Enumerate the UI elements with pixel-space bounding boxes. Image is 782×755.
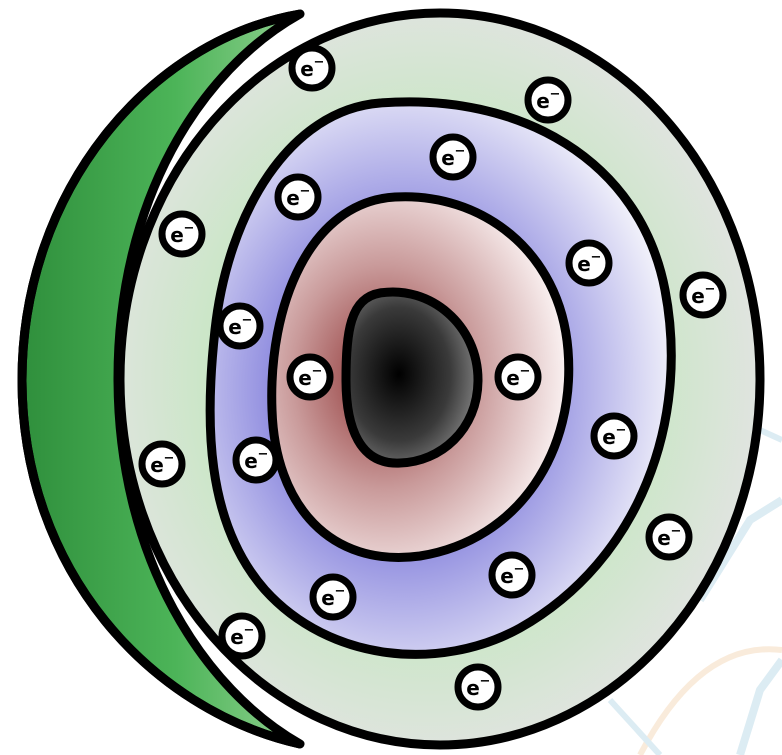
nucleus: [346, 292, 478, 463]
electron-charge: −: [455, 144, 466, 159]
electron-charge: −: [314, 55, 325, 70]
electron-charge: −: [480, 674, 491, 689]
electron-charge: −: [335, 584, 346, 599]
electron-symbol: e: [577, 252, 591, 276]
electron-symbol: e: [228, 315, 242, 339]
electron-symbol: e: [321, 586, 335, 610]
electron: e−: [313, 577, 353, 617]
electron-symbol: e: [657, 526, 671, 550]
electron-symbol: e: [286, 186, 300, 210]
electron-symbol: e: [150, 453, 164, 477]
electron: e−: [220, 306, 260, 346]
electron-symbol: e: [298, 366, 312, 390]
electron-charge: −: [616, 423, 627, 438]
electron: e−: [492, 555, 532, 595]
electron-charge: −: [300, 184, 311, 199]
electron: e−: [236, 440, 276, 480]
electron: e−: [528, 80, 568, 120]
electron-symbol: e: [244, 449, 258, 473]
electron: e−: [142, 444, 182, 484]
electron: e−: [162, 214, 202, 254]
electron-charge: −: [514, 562, 525, 577]
electron: e−: [433, 137, 473, 177]
electron-symbol: e: [466, 676, 480, 700]
electron-charge: −: [258, 447, 269, 462]
electron-symbol: e: [536, 89, 550, 113]
electron-charge: −: [164, 451, 175, 466]
electron-charge: −: [242, 313, 253, 328]
electron: e−: [683, 275, 723, 315]
electron-charge: −: [312, 364, 323, 379]
electron-symbol: e: [500, 564, 514, 588]
electron: e−: [594, 416, 634, 456]
electron-symbol: e: [691, 284, 705, 308]
electron-symbol: e: [602, 425, 616, 449]
electron: e−: [222, 616, 262, 656]
electron-charge: −: [184, 221, 195, 236]
electron: e−: [458, 667, 498, 707]
electron-symbol: e: [170, 223, 184, 247]
electron: e−: [278, 177, 318, 217]
electron-charge: −: [244, 623, 255, 638]
electron: e−: [290, 357, 330, 397]
electron-symbol: e: [300, 57, 314, 81]
electron-charge: −: [591, 250, 602, 265]
electron-charge: −: [520, 364, 531, 379]
electron-symbol: e: [230, 625, 244, 649]
electron-charge: −: [550, 87, 561, 102]
electron-symbol: e: [441, 146, 455, 170]
electron-charge: −: [705, 282, 716, 297]
electron-charge: −: [671, 524, 682, 539]
electron: e−: [649, 517, 689, 557]
electron: e−: [498, 357, 538, 397]
electron: e−: [292, 48, 332, 88]
electron: e−: [569, 243, 609, 283]
electron-symbol: e: [506, 366, 520, 390]
